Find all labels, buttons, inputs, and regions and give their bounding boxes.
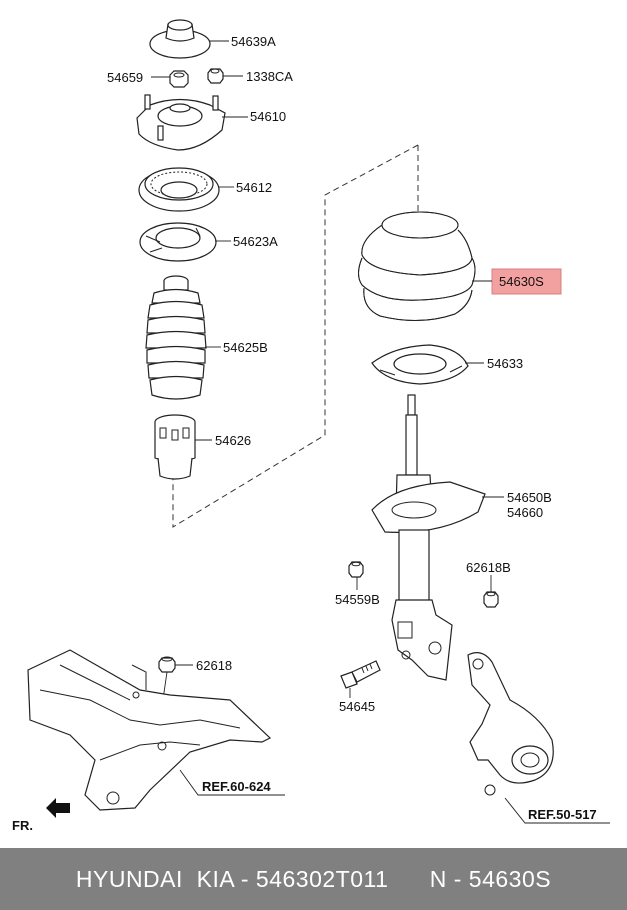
nut-54659[interactable] (169, 70, 189, 88)
label-62618: 62618 (196, 658, 232, 673)
label-54623a: 54623A (233, 234, 278, 249)
coil-spring[interactable] (358, 211, 562, 322)
insulator-assy[interactable] (136, 94, 226, 151)
strut-assy[interactable] (371, 394, 486, 681)
label-54626: 54626 (215, 433, 251, 448)
nut-54559b[interactable] (348, 561, 364, 578)
label-54650b: 54650B (507, 490, 552, 505)
label-54659: 54659 (107, 70, 143, 85)
ref-label-subframe[interactable]: REF.60-624 (202, 779, 271, 794)
label-54660: 54660 (507, 505, 543, 520)
front-subframe (27, 649, 272, 811)
label-54639a: 54639A (231, 34, 276, 49)
bearing[interactable] (138, 167, 220, 212)
steering-knuckle (467, 652, 554, 796)
label-54612: 54612 (236, 180, 272, 195)
label-54625b: 54625B (223, 340, 268, 355)
label-62618b: 62618B (466, 560, 511, 575)
bolt-54645[interactable] (340, 660, 381, 689)
label-54610: 54610 (250, 109, 286, 124)
top-mount-cover[interactable] (149, 19, 211, 59)
nut-62618[interactable] (158, 656, 176, 673)
label-1338ca: 1338CA (246, 69, 293, 84)
coil-spring-label-highlight (491, 268, 562, 295)
bumper-stopper[interactable] (154, 414, 196, 480)
flange-nut-1338ca[interactable] (207, 68, 224, 84)
parts-diagram: 54639A 54659 1338CA 54610 54612 54623A 5… (12, 19, 610, 833)
label-54645: 54645 (339, 699, 375, 714)
part-number-footer: HYUNDAI KIA - 546302T011 N - 54630S (0, 848, 627, 910)
spring-pad-lower[interactable] (371, 344, 469, 385)
footer-text: HYUNDAI KIA - 546302T011 N - 54630S (75, 865, 552, 892)
label-54633: 54633 (487, 356, 523, 371)
label-54630s[interactable]: 54630S (499, 274, 544, 289)
nut-62618b[interactable] (483, 591, 499, 608)
label-54559b: 54559B (335, 592, 380, 607)
dust-cover[interactable] (145, 275, 207, 400)
assembly-dashed-outline (172, 144, 419, 528)
spring-pad-upper[interactable] (139, 222, 217, 262)
ref-label-knuckle[interactable]: REF.50-517 (528, 807, 597, 822)
front-indicator-label: FR. (12, 818, 33, 833)
front-arrow-icon (46, 798, 70, 818)
